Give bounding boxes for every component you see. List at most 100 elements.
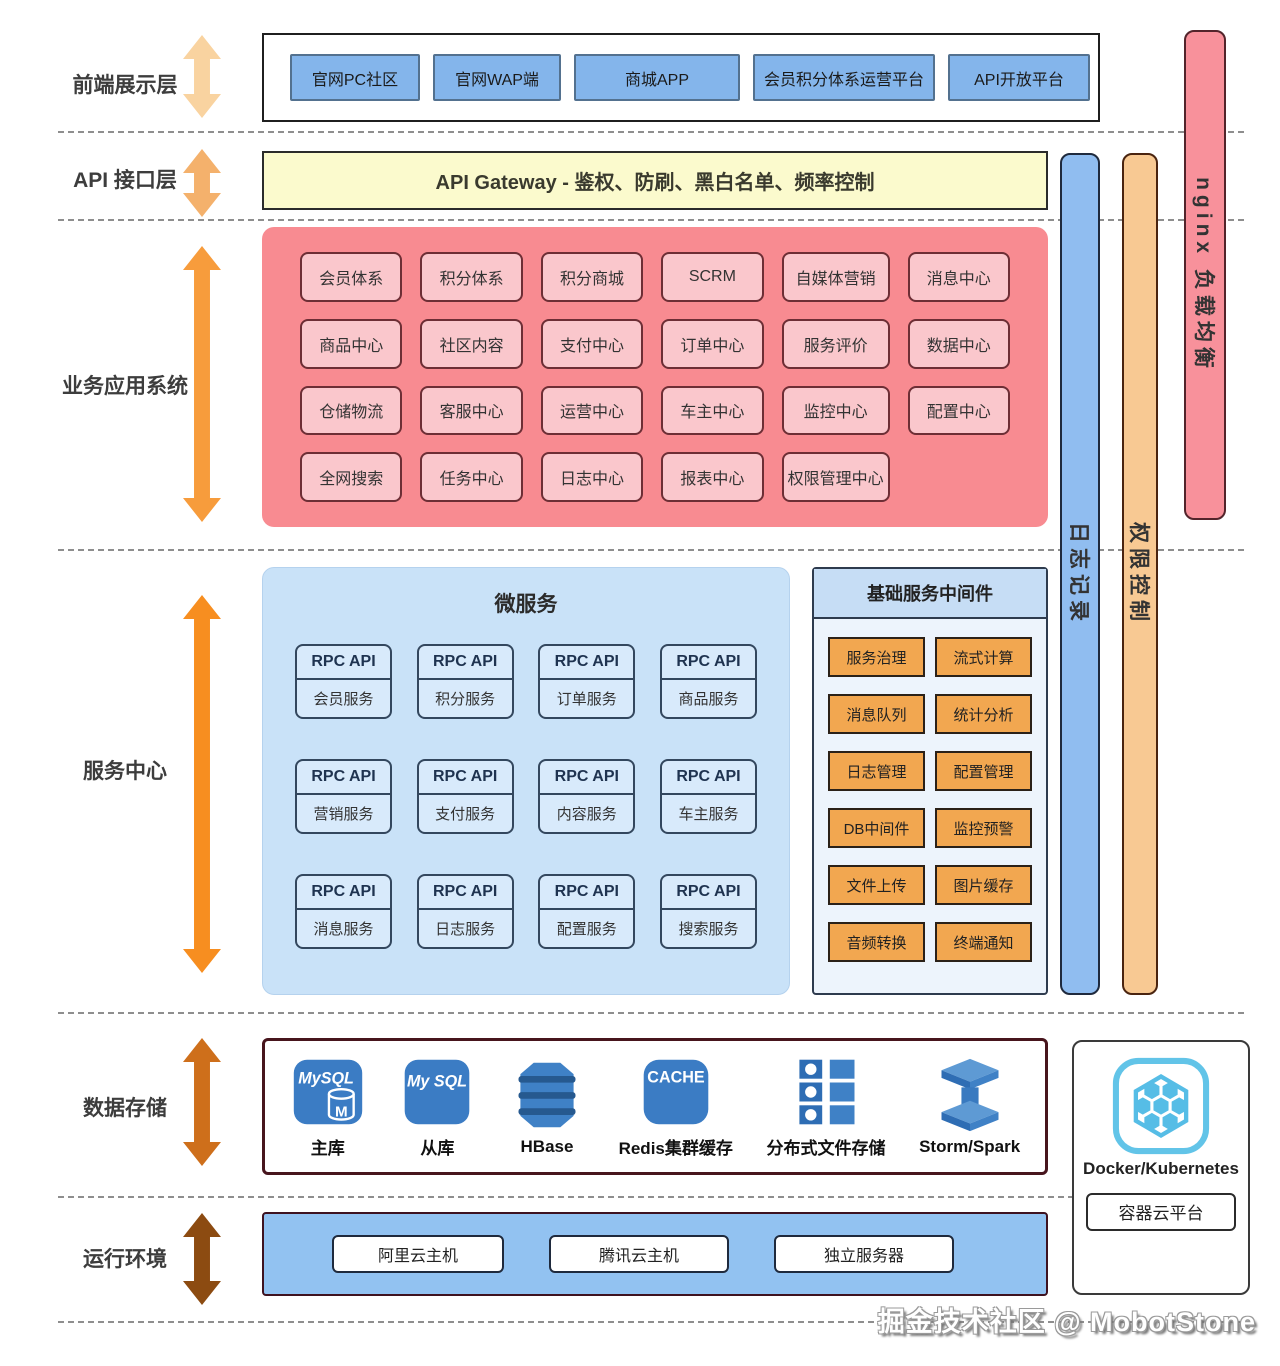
- mysql-primary-icon: MySQL M: [293, 1059, 362, 1125]
- rpc-service: RPC API 营销服务: [295, 759, 392, 834]
- rpc-service-name: 商品服务: [678, 691, 739, 708]
- rpc-api-label: RPC API: [661, 761, 755, 795]
- storage-item: CACHE Redis集群缓存: [619, 1054, 733, 1159]
- permission-control-label: 权限控制: [1127, 522, 1150, 626]
- business-module: 消息中心: [907, 252, 1010, 302]
- rpc-api-label: RPC API: [540, 876, 634, 910]
- container-platform-box: Docker/Kubernetes 容器云平台: [1072, 1040, 1250, 1295]
- distributed-fs-icon: [799, 1059, 855, 1125]
- frontend-app: 官网PC社区: [290, 54, 420, 101]
- rpc-api-label: RPC API: [540, 646, 634, 680]
- business-module: SCRM: [661, 252, 764, 302]
- microservices-container: 微服务 RPC API 会员服务 RPC API 积分服务 RPC API 订单…: [262, 567, 790, 995]
- svg-text:My SQL: My SQL: [407, 1072, 467, 1090]
- layer-label-frontend: 前端展示层: [72, 74, 178, 97]
- middleware-item: 文件上传: [828, 865, 925, 905]
- middleware-item: 服务治理: [828, 637, 925, 677]
- rpc-service: RPC API 消息服务: [295, 874, 392, 949]
- storage-item-label: 分布式文件存储: [766, 1139, 886, 1158]
- middleware-item: DB中间件: [828, 808, 925, 848]
- rpc-service: RPC API 搜索服务: [659, 874, 757, 949]
- rpc-service-name: 订单服务: [556, 691, 617, 708]
- rpc-service: RPC API 配置服务: [538, 874, 636, 949]
- microservices-title: 微服务: [494, 593, 558, 616]
- rpc-service-name: 支付服务: [435, 806, 496, 823]
- rpc-service-name: 车主服务: [678, 806, 739, 823]
- rpc-api-label: RPC API: [418, 876, 512, 910]
- rpc-service: RPC API 车主服务: [659, 759, 757, 834]
- business-module: 数据中心: [907, 318, 1010, 369]
- rpc-service-name: 内容服务: [556, 806, 617, 823]
- layer-label-api: API 接口层: [73, 169, 177, 192]
- rpc-service: RPC API 支付服务: [416, 759, 514, 834]
- middleware-title: 基础服务中间件: [814, 569, 1046, 619]
- rpc-grid: RPC API 会员服务 RPC API 积分服务 RPC API 订单服务 R…: [295, 644, 757, 949]
- storage-item: MySQL M 主库: [290, 1054, 366, 1159]
- container-platform-title: Docker/Kubernetes: [1083, 1159, 1239, 1178]
- rpc-service: RPC API 日志服务: [416, 874, 514, 949]
- business-module: 积分体系: [420, 252, 523, 302]
- frontend-layer-container: 官网PC社区 官网WAP端 商城APP 会员积分体系运营平台 API开放平台: [262, 33, 1100, 122]
- nginx-load-balance-bar: nginx 负载均衡: [1184, 30, 1226, 520]
- middleware-item: 配置管理: [935, 751, 1032, 791]
- middleware-item: 终端通知: [935, 922, 1032, 962]
- business-module: 客服中心: [420, 385, 523, 436]
- rpc-api-label: RPC API: [418, 761, 512, 795]
- rpc-service-name: 配置服务: [556, 921, 617, 938]
- rpc-api-label: RPC API: [661, 646, 755, 680]
- api-gateway-bar: API Gateway - 鉴权、防刷、黑白名单、频率控制: [262, 151, 1048, 210]
- rpc-service-name: 消息服务: [313, 921, 374, 938]
- svg-text:M: M: [335, 1104, 348, 1121]
- middleware-grid: 服务治理 流式计算 消息队列 统计分析 日志管理 配置管理 DB中间件 监控预警…: [814, 619, 1046, 980]
- rpc-api-label: RPC API: [297, 876, 390, 910]
- middleware-item: 监控预警: [935, 808, 1032, 848]
- svg-text:CACHE: CACHE: [647, 1069, 705, 1087]
- frontend-app: 商城APP: [574, 54, 740, 101]
- middleware-item: 图片缓存: [935, 865, 1032, 905]
- business-module: 社区内容: [420, 318, 523, 369]
- layer-label-runtime: 运行环境: [83, 1248, 167, 1271]
- rpc-service-name: 搜索服务: [678, 921, 739, 938]
- rpc-service: RPC API 订单服务: [538, 644, 636, 719]
- business-module: 仓储物流: [300, 385, 403, 436]
- rpc-api-label: RPC API: [418, 646, 512, 680]
- permission-control-bar: 权限控制: [1122, 153, 1158, 995]
- rpc-service-name: 会员服务: [313, 691, 374, 708]
- storage-item-label: Redis集群缓存: [618, 1139, 733, 1158]
- middleware-item: 统计分析: [935, 694, 1032, 734]
- middleware-item: 日志管理: [828, 751, 925, 791]
- middleware-item: 音频转换: [828, 922, 925, 962]
- business-module: 任务中心: [420, 452, 523, 502]
- mysql-replica-icon: My SQL: [405, 1059, 470, 1125]
- runtime-host: 阿里云主机: [332, 1235, 504, 1273]
- business-module: 报表中心: [661, 452, 764, 502]
- middleware-item: 流式计算: [935, 637, 1032, 677]
- runtime-host: 独立服务器: [774, 1235, 954, 1273]
- rpc-api-label: RPC API: [297, 761, 390, 795]
- layer-divider: [58, 1012, 1244, 1014]
- business-module: 服务评价: [781, 318, 890, 369]
- svg-text:MySQL: MySQL: [298, 1069, 354, 1087]
- layer-divider: [58, 1321, 1244, 1323]
- storage-item: My SQL 从库: [399, 1054, 475, 1159]
- layer-label-storage: 数据存储: [83, 1097, 167, 1120]
- business-module: 全网搜索: [300, 452, 403, 502]
- log-record-bar: 日志记录: [1060, 153, 1100, 995]
- storm-spark-icon: [941, 1058, 999, 1131]
- container-cloud-platform-box: 容器云平台: [1086, 1192, 1236, 1231]
- layer-divider: [58, 549, 1244, 551]
- storage-item-label: 从库: [420, 1139, 455, 1158]
- rpc-api-label: RPC API: [540, 761, 634, 795]
- business-module: 积分商城: [540, 252, 644, 302]
- business-module: 支付中心: [540, 318, 644, 369]
- storage-item: 分布式文件存储: [766, 1054, 885, 1159]
- frontend-app: 会员积分体系运营平台: [753, 54, 935, 101]
- business-module: 会员体系: [300, 252, 403, 302]
- business-module: 监控中心: [781, 385, 890, 436]
- business-module: 日志中心: [540, 452, 644, 502]
- storage-item-label: Storm/Spark: [919, 1136, 1021, 1156]
- business-module: 商品中心: [300, 318, 403, 369]
- rpc-api-label: RPC API: [297, 646, 390, 680]
- rpc-service: RPC API 商品服务: [659, 644, 757, 719]
